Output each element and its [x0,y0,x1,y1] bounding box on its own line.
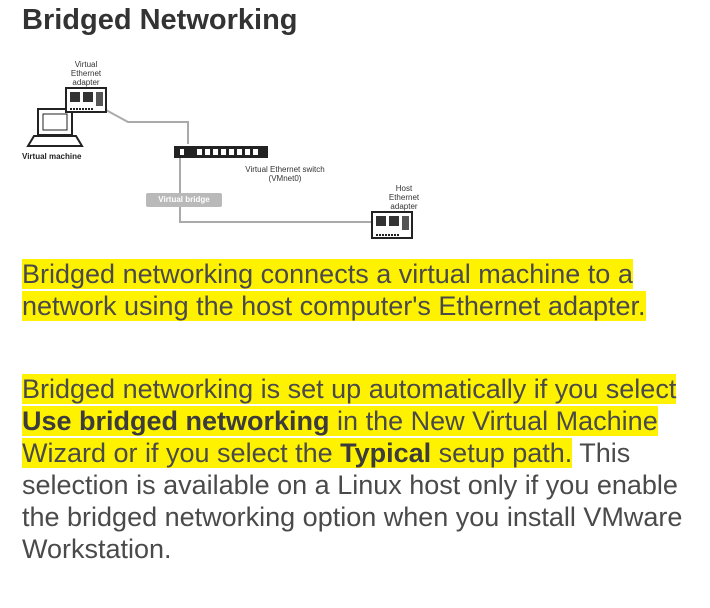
page-title: Bridged Networking [22,4,298,36]
highlighted-text: Bridged networking connects a virtual ma… [22,259,646,321]
laptop-icon [26,108,84,147]
host-adapter-icon [371,211,413,239]
bold-option-typical: Typical [340,438,432,468]
host-adapter-label: Host Ethernet adapter [388,184,420,211]
paragraph-rest-text: This selection is available on a Linux h… [22,438,683,564]
bold-option-use-bridged: Use bridged networking [22,406,330,436]
switch-to-host-line [179,156,372,223]
virtual-machine-label: Virtual machine [22,152,82,161]
highlighted-text: Bridged networking is set up automatical… [22,374,677,468]
virtual-adapter-label: Virtual Ethernet adapter [70,60,102,87]
switch-icon [174,146,268,158]
virtual-switch-label: Virtual Ethernet switch (VMnet0) [245,165,325,183]
paragraph-bridged-setup: Bridged networking is set up automatical… [22,373,702,565]
virtual-bridge-label: Virtual bridge [146,193,222,207]
paragraph-bridged-definition: Bridged networking connects a virtual ma… [22,258,702,322]
diagram-graphics [26,87,413,239]
vm-to-switch-line [105,109,189,144]
virtual-adapter-icon [65,87,107,113]
bridged-network-diagram: Virtual Ethernet adapter Virtual machine… [0,52,710,257]
